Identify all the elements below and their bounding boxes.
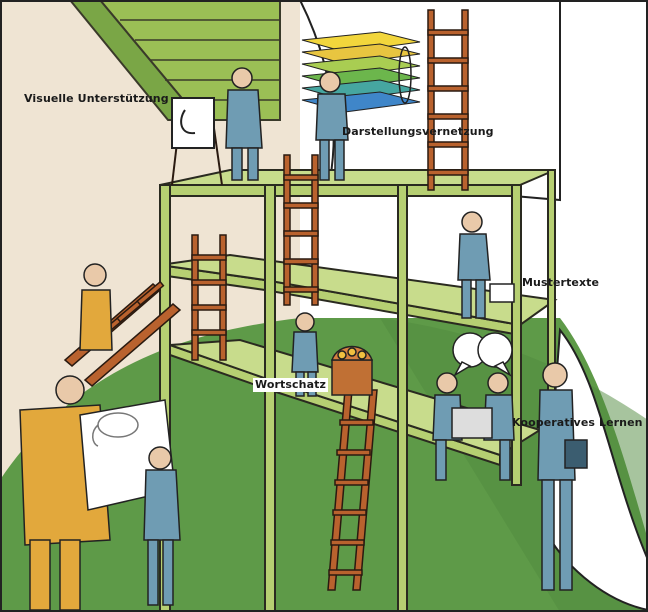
- treasure-chest: [332, 347, 372, 396]
- label-mustertexte: Mustertexte: [522, 276, 599, 290]
- label-kooperatives-lernen: Kooperatives Lernen: [512, 416, 643, 430]
- label-wortschatz: Wortschatz: [253, 378, 328, 392]
- label-darstellungsvernetzung: Darstellungsvernetzung: [342, 125, 494, 139]
- label-visuelle-unterstuetzung: Visuelle Unterstützung: [24, 92, 169, 106]
